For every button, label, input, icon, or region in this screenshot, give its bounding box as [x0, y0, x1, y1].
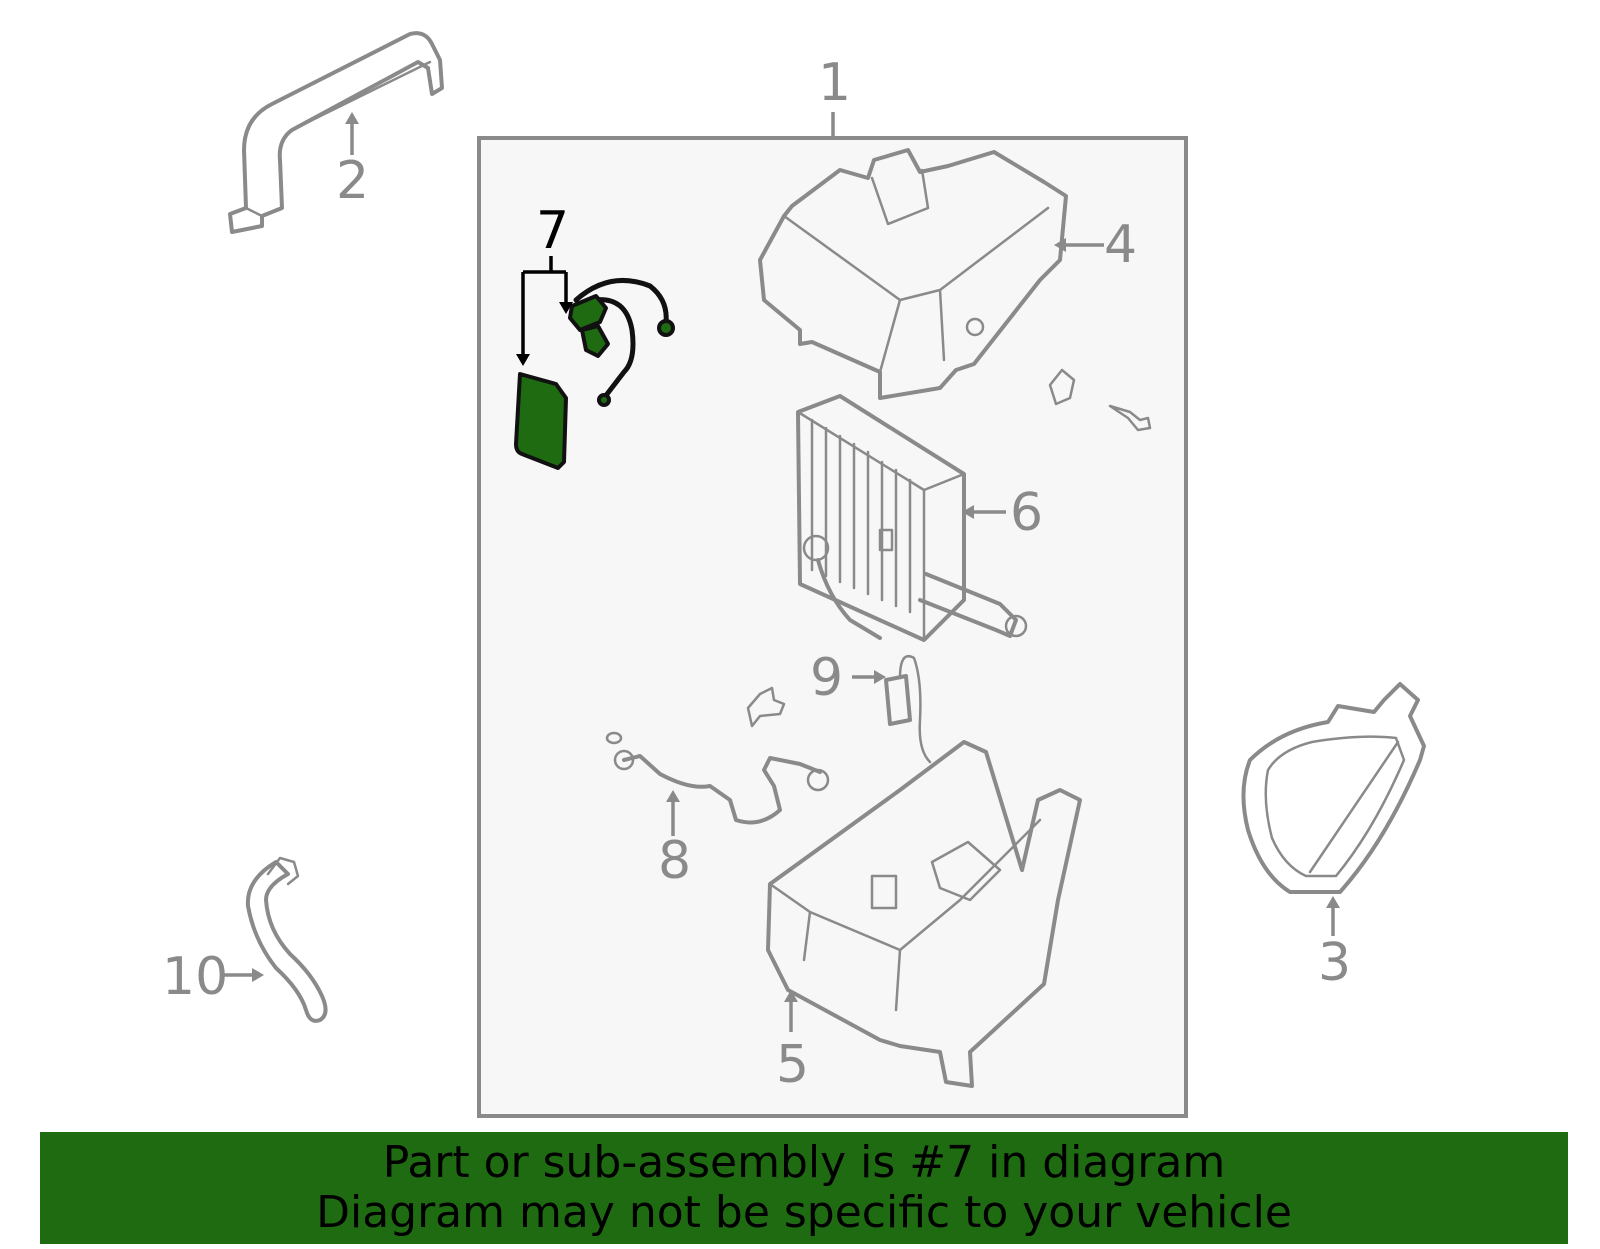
part-10-hose	[245, 856, 328, 1023]
callout-4: 4	[1104, 215, 1137, 275]
callout-7: 7	[536, 201, 569, 261]
part-7-highlighted	[514, 278, 675, 470]
part-8-pipe	[605, 731, 830, 825]
callout-8: 8	[658, 831, 691, 891]
part-6-evaporator	[796, 394, 1028, 642]
callout-1: 1	[818, 53, 851, 113]
banner-line-2: Diagram may not be specific to your vehi…	[316, 1187, 1292, 1238]
callout-5: 5	[776, 1035, 809, 1095]
info-banner: Part or sub-assembly is #7 in diagram Di…	[40, 1132, 1568, 1244]
callout-2: 2	[336, 151, 369, 211]
callout-3: 3	[1318, 933, 1351, 993]
callout-6: 6	[1010, 483, 1043, 543]
part-4-upper-case	[758, 148, 1068, 400]
banner-line-1: Part or sub-assembly is #7 in diagram	[382, 1137, 1226, 1188]
callout-10: 10	[162, 947, 228, 1007]
part-2-duct	[228, 31, 444, 234]
clip-hardware	[1048, 368, 1152, 432]
part-3-duct	[1241, 682, 1426, 894]
part-5-lower-case	[766, 740, 1082, 1088]
part-9-sensor	[884, 655, 932, 764]
assembly-box	[477, 136, 1188, 1118]
callout-9: 9	[810, 648, 843, 708]
